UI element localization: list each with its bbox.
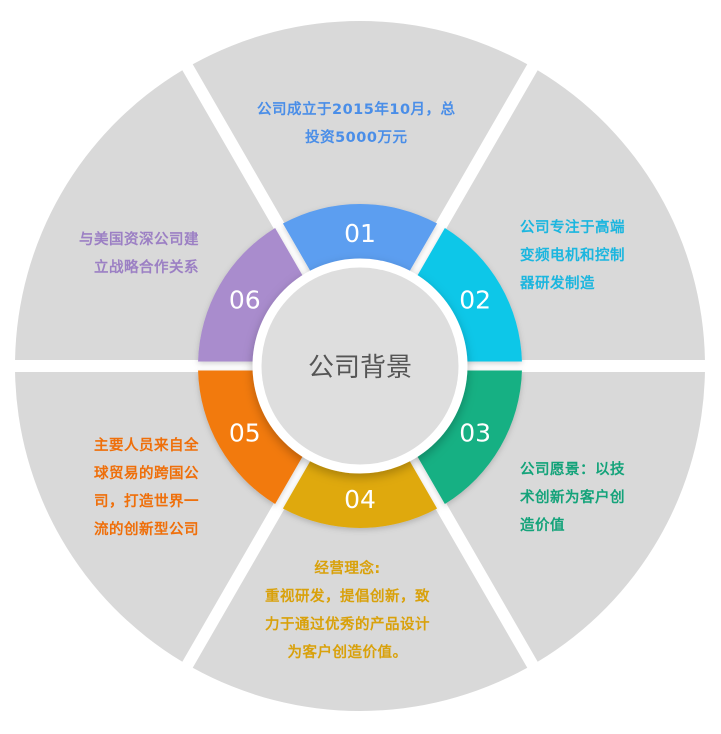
inner-segment-06: 06: [198, 228, 307, 362]
center-title: 公司背景: [308, 353, 412, 383]
segment-text-05: 主要人员来自全 球贸易的跨国公 司，打造世界一 流的创新型公司: [94, 432, 199, 544]
inner-segment-shape: [198, 228, 307, 362]
segment-04-line: 重视研发，提倡创新，致: [265, 589, 430, 605]
segment-01-line: 投资5000万元: [305, 130, 408, 146]
segment-03-line: 术创新为客户创: [520, 490, 625, 506]
segment-04-line: 力于通过优秀的产品设计: [265, 617, 430, 633]
segment-number-06: 06: [229, 286, 261, 315]
segment-05-line: 主要人员来自全: [94, 438, 199, 454]
segment-number-04: 04: [344, 485, 376, 514]
inner-segment-02: 02: [413, 228, 522, 362]
segment-text-06: 与美国资深公司建 立战略合作关系: [79, 226, 199, 282]
inner-segment-shape: [198, 370, 307, 504]
center-circle: 公司背景: [252, 258, 468, 474]
segment-05-line: 球贸易的跨国公: [94, 466, 199, 482]
segment-03-line: 公司愿景：以技: [520, 462, 625, 478]
segment-number-01: 01: [344, 219, 376, 248]
segment-02-line: 公司专注于高端: [520, 220, 625, 236]
segment-text-02: 公司专注于高端 变频电机和控制 器研发制造: [520, 214, 625, 298]
segment-05-line: 司，打造世界一: [94, 494, 199, 510]
inner-segment-shape: [282, 204, 438, 278]
segment-text-01: 公司成立于2015年10月，总 投资5000万元: [257, 96, 456, 152]
segment-04-line: 经营理念:: [314, 561, 381, 577]
inner-segment-shape: [413, 228, 522, 362]
segment-06-line: 与美国资深公司建: [79, 232, 199, 248]
segment-05-line: 流的创新型公司: [94, 522, 199, 538]
inner-segment-shape: [282, 454, 438, 528]
segment-number-02: 02: [459, 286, 491, 315]
segment-number-05: 05: [229, 419, 261, 448]
segment-02-line: 变频电机和控制: [520, 248, 625, 264]
inner-ring: 01 02 03 04 05 06: [198, 204, 522, 528]
inner-segment-01: 01: [282, 204, 438, 278]
inner-segment-shape: [413, 370, 522, 504]
inner-segment-05: 05: [198, 370, 307, 504]
segment-01-line: 公司成立于2015年10月，总: [257, 102, 456, 118]
segment-number-03: 03: [459, 419, 491, 448]
segment-text-04: 经营理念: 重视研发，提倡创新，致 力于通过优秀的产品设计 为客户创造价值。: [265, 555, 430, 667]
outer-segment-04: [192, 446, 528, 711]
outer-segment-01: [192, 20, 528, 286]
segment-06-line: 立战略合作关系: [94, 260, 199, 276]
segment-text-03: 公司愿景：以技 术创新为客户创 造价值: [520, 456, 625, 540]
inner-segment-03: 03: [413, 370, 522, 504]
segment-03-line: 造价值: [520, 518, 565, 534]
segment-04-line: 为客户创造价值。: [287, 645, 408, 661]
inner-segment-04: 04: [282, 454, 438, 528]
segment-02-line: 器研发制造: [520, 276, 595, 292]
